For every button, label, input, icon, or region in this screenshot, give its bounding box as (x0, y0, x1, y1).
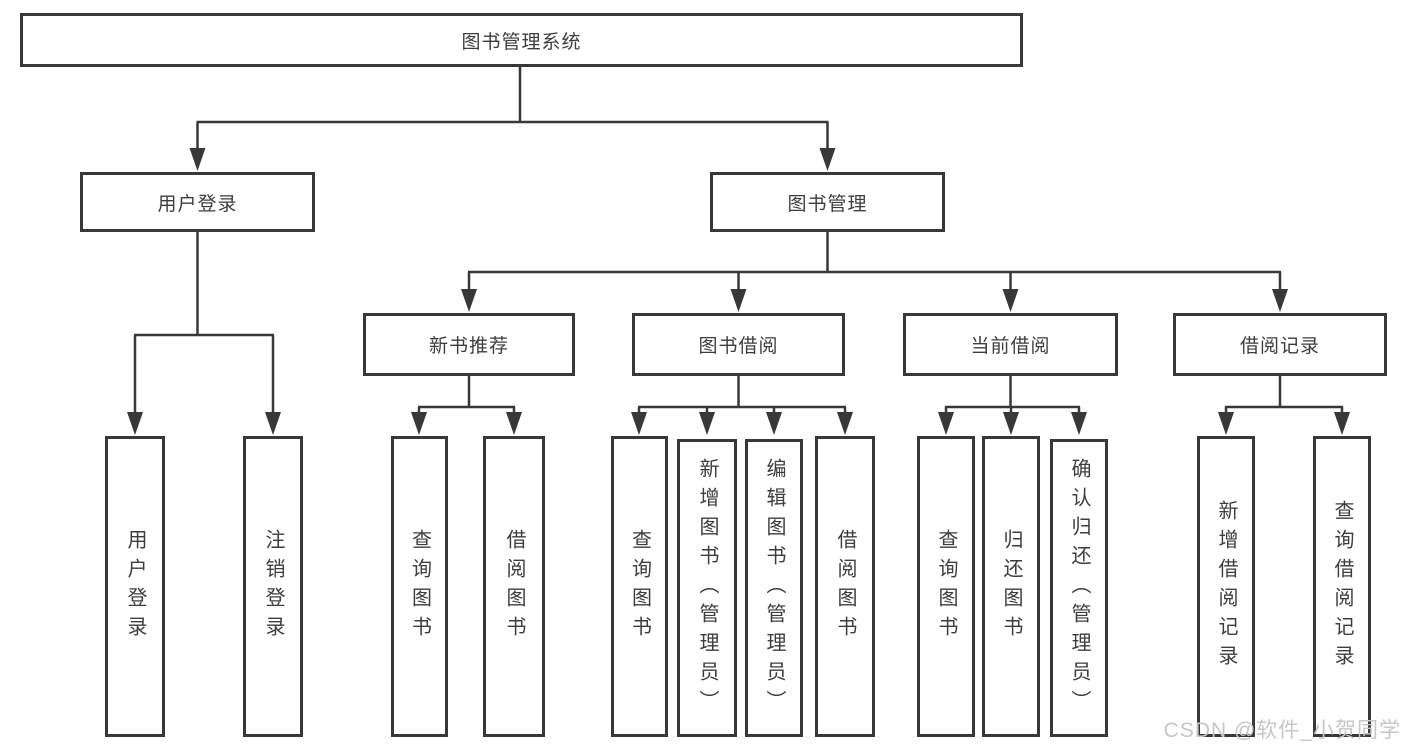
node-label: 新增图书（管理员） (696, 457, 718, 719)
connector-paths (133, 66, 1344, 413)
node-label: 图书管理 (787, 193, 868, 215)
leaf-add-book-admin: 新增图书（管理员） (677, 439, 737, 737)
node-label: 查询借阅记录 (1331, 499, 1353, 674)
node-library-system: 图书管理系统 (20, 13, 1023, 67)
node-label: 借阅图书 (503, 528, 525, 645)
node-label: 查询图书 (935, 528, 957, 645)
node-label: 注销登录 (262, 528, 284, 645)
connector-arrowheads (127, 148, 1350, 435)
node-label: 借阅图书 (834, 528, 856, 645)
leaf-query-borrow-record: 查询借阅记录 (1313, 436, 1371, 737)
node-book-borrowing: 图书借阅 (632, 313, 845, 376)
leaf-user-login: 用户登录 (105, 436, 165, 737)
node-borrowing-records: 借阅记录 (1173, 313, 1387, 376)
node-label: 查询图书 (628, 528, 651, 645)
leaf-logout: 注销登录 (243, 436, 303, 737)
node-label: 新增借阅记录 (1215, 499, 1237, 674)
node-user-login: 用户登录 (80, 172, 315, 232)
leaf-borrow-books-borrowing: 借阅图书 (815, 436, 875, 737)
leaf-edit-book-admin: 编辑图书（管理员） (745, 439, 803, 737)
node-label: 图书借阅 (698, 336, 779, 357)
node-label: 借阅记录 (1239, 336, 1320, 357)
node-label: 编辑图书（管理员） (763, 457, 785, 719)
node-label: 确认归还（管理员） (1068, 457, 1090, 719)
node-label: 查询图书 (408, 528, 431, 645)
node-label: 图书管理系统 (461, 31, 582, 53)
node-label: 用户登录 (124, 528, 146, 645)
node-label: 当前借阅 (970, 336, 1051, 357)
node-label: 用户登录 (157, 193, 238, 215)
leaf-query-books-borrowing: 查询图书 (611, 436, 668, 737)
node-book-management: 图书管理 (710, 172, 945, 232)
leaf-borrow-books-recommend: 借阅图书 (483, 436, 545, 737)
node-new-book-recommend: 新书推荐 (363, 313, 575, 376)
node-label: 归还图书 (1000, 528, 1022, 645)
leaf-add-borrow-record: 新增借阅记录 (1197, 436, 1255, 737)
node-label: 新书推荐 (428, 336, 509, 357)
node-current-borrowing: 当前借阅 (903, 313, 1118, 376)
leaf-query-books-current: 查询图书 (917, 436, 975, 737)
leaf-confirm-return-admin: 确认归还（管理员） (1050, 439, 1108, 737)
watermark: CSDN @软件_小贺同学 (1163, 719, 1401, 742)
leaf-return-book: 归还图书 (982, 436, 1040, 737)
leaf-query-books-recommend: 查询图书 (391, 436, 448, 737)
